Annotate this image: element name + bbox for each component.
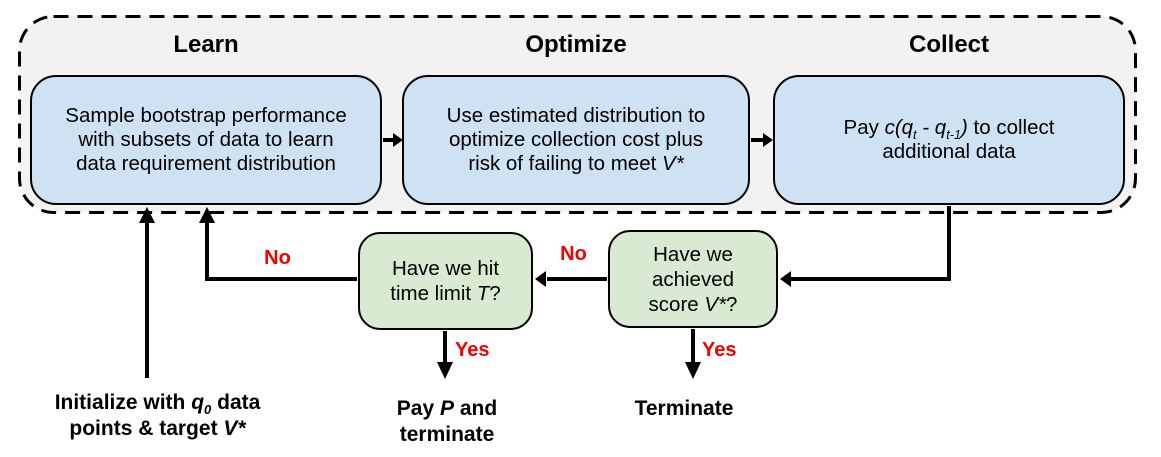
arrow-collect-to-score-decision bbox=[780, 206, 951, 287]
edge-label-no-time: No bbox=[264, 247, 291, 269]
stage-title-optimize: Optimize bbox=[525, 31, 627, 58]
arrow-score-no-to-time-decision bbox=[535, 271, 607, 287]
arrow-time-no-to-learn bbox=[199, 207, 357, 281]
edge-label-yes-score: Yes bbox=[702, 339, 737, 361]
stage-title-learn: Learn bbox=[173, 31, 239, 58]
arrow-learn-to-optimize bbox=[383, 133, 403, 147]
stage-title-collect: Collect bbox=[908, 31, 989, 58]
edge-label-no-score: No bbox=[560, 243, 587, 265]
arrow-optimize-to-collect bbox=[751, 133, 773, 147]
arrow-initialize-to-learn bbox=[139, 207, 155, 378]
arrow-time-yes-to-pay bbox=[437, 331, 453, 379]
terminal-label-terminate: Terminate bbox=[634, 397, 734, 420]
edge-label-yes-time: Yes bbox=[455, 339, 490, 361]
arrow-score-yes-to-terminate bbox=[685, 329, 701, 379]
